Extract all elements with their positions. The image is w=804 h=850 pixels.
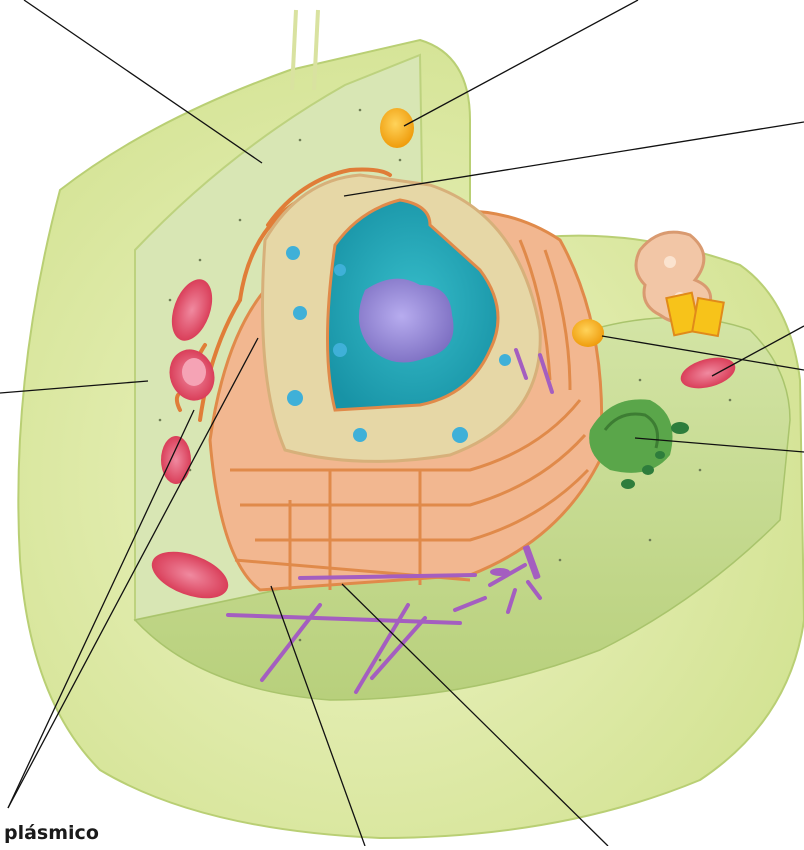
nucleolus (359, 279, 454, 363)
partial-label: plásmico (4, 822, 99, 844)
